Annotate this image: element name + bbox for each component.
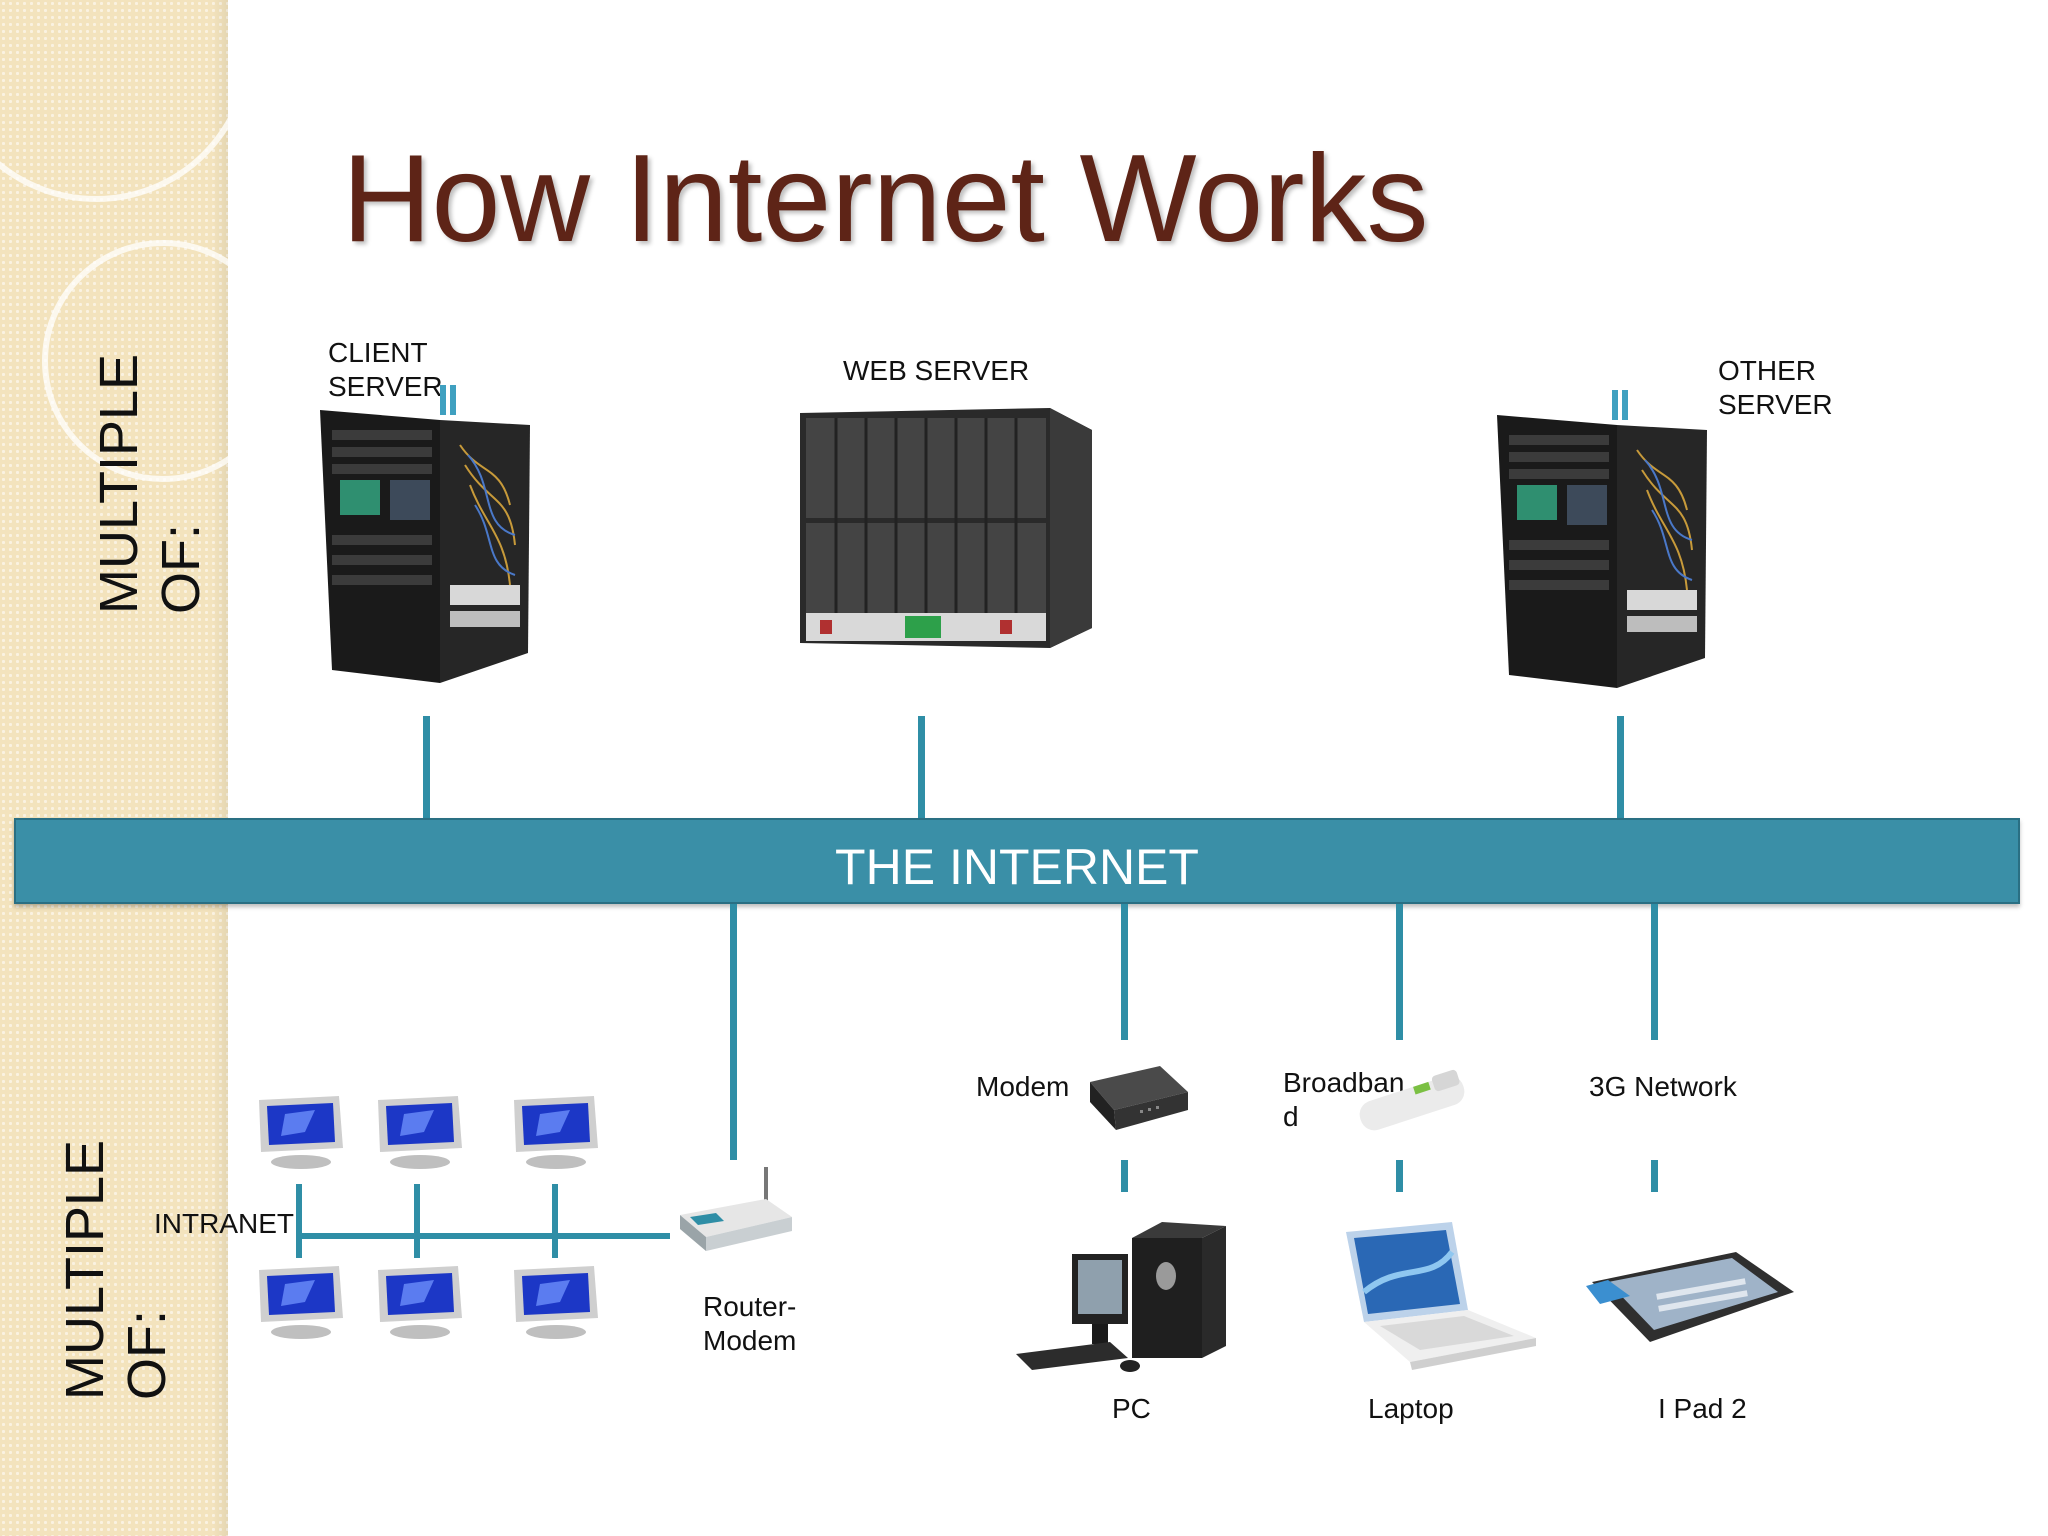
page-title: How Internet Works xyxy=(342,130,1429,268)
broadband-dongle xyxy=(1359,1069,1465,1131)
laptop-device xyxy=(1346,1222,1536,1370)
web-server-chassis xyxy=(800,408,1092,648)
other-server-wire xyxy=(1617,716,1624,820)
intranet-drop-3 xyxy=(552,1184,558,1258)
intranet-label: INTRANET xyxy=(154,1208,294,1239)
client-server-wire xyxy=(423,716,430,820)
sidebar-label-top: MULTIPLE OF: xyxy=(89,353,211,614)
broadband-wire xyxy=(1396,904,1403,1040)
web-server-wire xyxy=(918,716,925,820)
intranet-computer-2 xyxy=(378,1096,462,1169)
intranet-bus xyxy=(296,1233,670,1239)
intranet-computer-1 xyxy=(259,1096,343,1169)
internet-label: THE INTERNET xyxy=(835,839,1199,895)
intranet-computer-6 xyxy=(514,1266,598,1339)
pc-device xyxy=(1016,1222,1226,1372)
sidebar-shadow xyxy=(212,0,228,1536)
ipad-label: I Pad 2 xyxy=(1658,1393,1747,1424)
other-server-rack xyxy=(1497,390,1707,688)
ipad-device xyxy=(1586,1252,1794,1342)
laptop-connector xyxy=(1396,1160,1403,1192)
internet-bus: THE INTERNET xyxy=(14,818,2020,904)
intranet-computer-5 xyxy=(378,1266,462,1339)
modem-device xyxy=(1090,1066,1188,1130)
modem-wire xyxy=(1121,904,1128,1040)
ipad-connector xyxy=(1651,1160,1658,1192)
sidebar-label-bottom: MULTIPLE OF: xyxy=(55,1139,177,1400)
router-modem-label: Router-Modem xyxy=(703,1291,797,1356)
client-server-rack xyxy=(320,385,530,683)
laptop-label: Laptop xyxy=(1368,1393,1454,1424)
intranet-computer-4 xyxy=(259,1266,343,1339)
modem-label: Modem xyxy=(976,1071,1070,1102)
decor-circle-2 xyxy=(42,240,284,482)
intranet-computer-3 xyxy=(514,1096,598,1169)
pc-label: PC xyxy=(1112,1393,1151,1424)
web-server-label: WEB SERVER xyxy=(843,355,1030,386)
network3g-label: 3G Network xyxy=(1589,1071,1737,1102)
intranet-drop-1 xyxy=(296,1184,302,1258)
router-modem-device xyxy=(680,1167,792,1251)
pc-connector xyxy=(1121,1160,1128,1192)
network3g-wire xyxy=(1651,904,1658,1040)
router-wire xyxy=(730,904,737,1160)
intranet-drop-2 xyxy=(414,1184,420,1258)
